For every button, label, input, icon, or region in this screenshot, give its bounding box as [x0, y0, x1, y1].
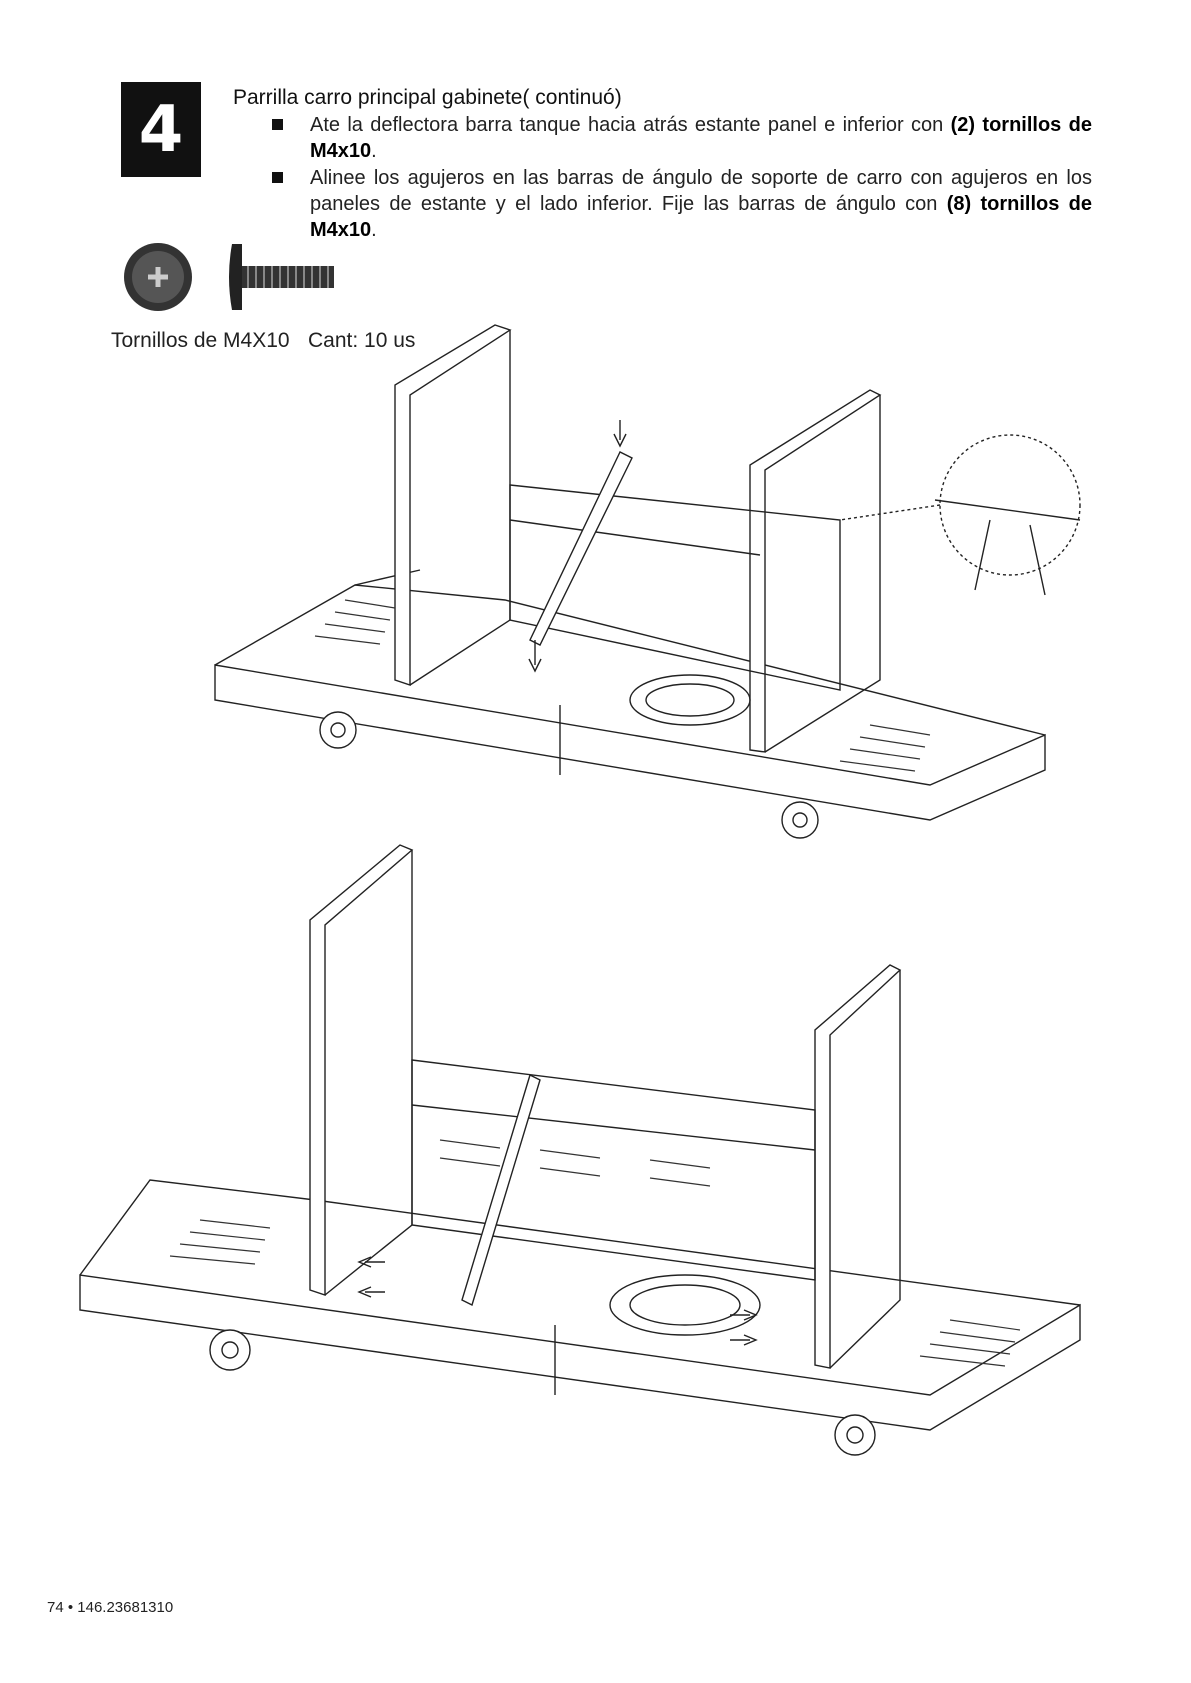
vent-slots — [169, 599, 1021, 1367]
arrow-icon — [730, 1334, 758, 1346]
screw-side-icon — [229, 244, 334, 310]
parts-label: Tornillos de M4X10 — [111, 329, 290, 352]
page-footer: 74 • 146.23681310 — [47, 1599, 174, 1616]
instruction-list: Ate la deflectora barra tanque hacia atr… — [272, 112, 1092, 244]
instruction-bold: (2) tornillos de M4x10 — [310, 114, 1092, 162]
arrow-icon — [613, 420, 627, 448]
brace-bar-top — [529, 451, 633, 646]
cart-base-bottom — [79, 1274, 1081, 1431]
right-panel-top — [749, 389, 882, 753]
step-number-badge: 4 — [121, 82, 201, 177]
brace-bar-bottom — [461, 1074, 541, 1306]
left-panel-bottom — [309, 844, 414, 1296]
cart-assembly-top — [214, 324, 1081, 839]
arrow-icon — [357, 1256, 385, 1268]
parts-quantity: Cant: 10 us — [308, 329, 416, 352]
cart-assembly-bottom — [79, 844, 1081, 1456]
arrow-icon — [357, 1286, 385, 1298]
instruction-end: . — [371, 219, 377, 241]
back-panel-bottom — [411, 1059, 816, 1281]
step-number: 4 — [138, 92, 184, 167]
arrow-icon — [730, 1309, 758, 1321]
cart-base-top — [214, 664, 1046, 821]
detail-callout — [939, 434, 1081, 576]
tank-bowl-top — [629, 674, 751, 726]
instruction-bold: (8) tornillos de M4x10 — [310, 193, 1092, 241]
step-title: Parrilla carro principal gabinete( conti… — [233, 86, 622, 109]
arrow-icon — [528, 640, 542, 673]
screw-head-icon — [124, 243, 192, 311]
tank-bowl-bottom — [609, 1274, 761, 1336]
back-panel-top — [509, 484, 841, 691]
instruction-text: Alinee los agujeros en las barras de áng… — [310, 167, 1092, 215]
right-panel-bottom — [814, 964, 902, 1369]
instruction-item: Alinee los agujeros en las barras de áng… — [272, 165, 1092, 243]
instruction-end: . — [371, 140, 377, 162]
left-panel-top — [394, 324, 512, 686]
instruction-item: Ate la deflectora barra tanque hacia atr… — [272, 112, 1092, 164]
instruction-text: Ate la deflectora barra tanque hacia atr… — [310, 114, 951, 136]
